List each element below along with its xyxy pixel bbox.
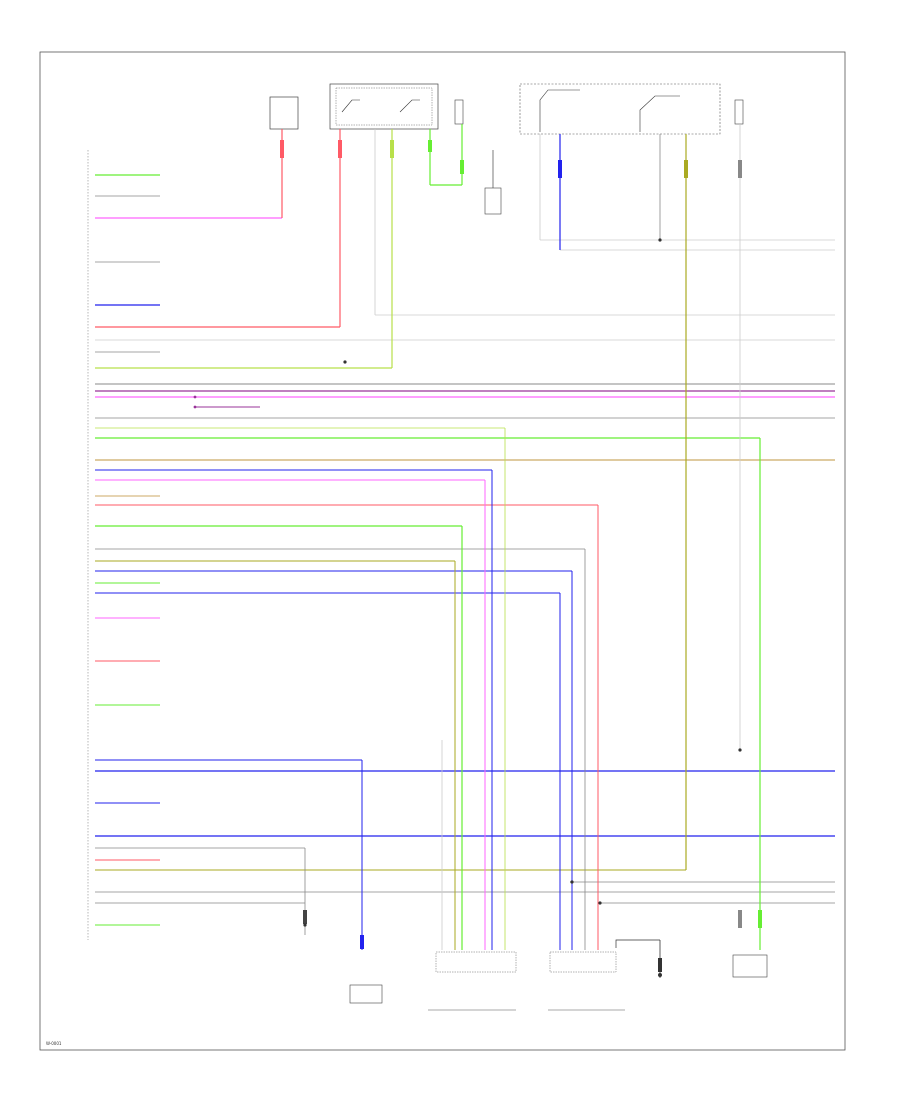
splice (658, 238, 662, 242)
connector-block (349, 984, 383, 1004)
ground-lead (615, 939, 660, 948)
stub (280, 140, 284, 158)
diagram-frame (39, 51, 846, 1051)
bottom-connectors (349, 939, 768, 1011)
main-relay-contact-a (539, 89, 580, 132)
stub (738, 910, 742, 928)
stub (390, 140, 394, 158)
main-relay-contact-b (639, 95, 680, 132)
relay-box (329, 83, 439, 130)
splice (598, 901, 602, 905)
vertical-wires (281, 124, 761, 978)
stub (360, 935, 364, 949)
splice (303, 923, 307, 927)
splice (570, 880, 574, 884)
splice (193, 395, 197, 399)
diagram-code: W-0001 (46, 1041, 62, 1046)
sensor-block (269, 96, 299, 130)
stub (658, 958, 662, 972)
stub (303, 910, 307, 924)
connector-block (435, 951, 517, 973)
horizontal-wires (95, 174, 835, 926)
relay-switch-b (399, 99, 420, 113)
splice-points (193, 238, 742, 977)
fuse-1 (454, 99, 464, 125)
splice (738, 748, 742, 752)
connector-stubs (280, 140, 762, 972)
stub (558, 160, 562, 178)
splice (343, 360, 347, 364)
splice (193, 405, 197, 409)
relay-switch-a (341, 99, 360, 113)
stub (758, 910, 762, 928)
stub (684, 160, 688, 178)
connector-block (732, 954, 768, 978)
fuse-2 (734, 99, 744, 125)
small-component (484, 187, 502, 215)
relay-inner (335, 87, 433, 126)
stub (428, 140, 432, 152)
stub (338, 140, 342, 158)
stub (738, 160, 742, 178)
main-relay-box (519, 83, 721, 135)
splice (658, 973, 662, 977)
connector-block (549, 951, 617, 973)
stub (460, 160, 464, 174)
